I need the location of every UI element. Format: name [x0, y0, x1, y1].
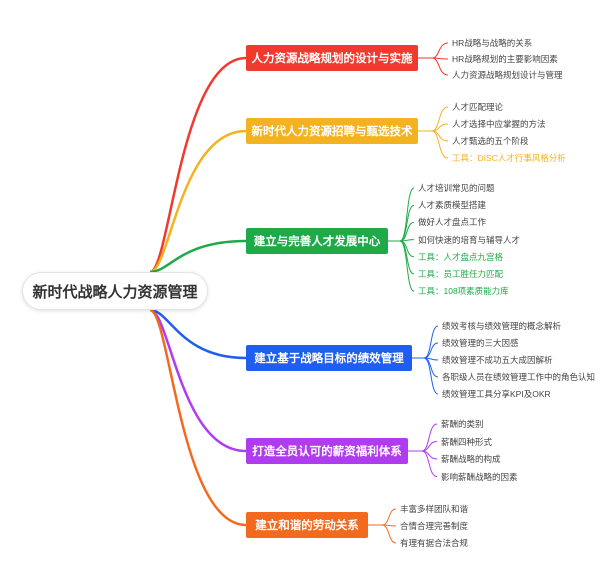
leaf-item[interactable]: 薪酬四种形式	[441, 436, 493, 447]
root-topic[interactable]: 新时代战略人力资源管理	[22, 272, 208, 310]
leaf-connector	[381, 524, 397, 544]
branch-topic-4[interactable]: 建立基于战略目标的绩效管理	[246, 345, 412, 371]
leaf-item[interactable]: 各职级人员在绩效管理工作中的角色认知	[442, 372, 596, 382]
branch-connector-6	[149, 308, 247, 527]
leaf-connector	[423, 342, 439, 359]
leaf-item[interactable]: 绩效管理工具分享KPI及OKR	[442, 389, 551, 399]
leaf-item[interactable]: 合情合理完善制度	[400, 521, 469, 531]
leaf-connector	[421, 450, 438, 477]
leaf-connector	[431, 130, 449, 159]
leaf-item[interactable]: 薪酬的类别	[441, 419, 484, 429]
branch-topic-3[interactable]: 建立与完善人才发展中心	[246, 228, 388, 254]
branch-topic-6[interactable]: 建立和谐的劳动关系	[246, 512, 368, 538]
leaf-connector	[431, 57, 449, 76]
leaf-tool-item[interactable]: 工具：108项素质能力库	[418, 286, 509, 297]
leaf-connector	[431, 106, 449, 132]
leaf-item[interactable]: 绩效管理不成功五大成因解析	[442, 355, 553, 365]
leaf-connector	[423, 357, 439, 395]
leaf-tool-item[interactable]: 工具：DISC人才行事风格分析	[452, 153, 566, 163]
leaf-item[interactable]: 人力资源战略规划设计与管理	[452, 70, 563, 80]
leaf-tool-item[interactable]: 工具：人才盘点九宫格	[418, 251, 504, 262]
leaf-tool-item[interactable]: 工具：员工胜任力匹配	[418, 269, 504, 279]
leaf-item[interactable]: HR战略与战略的关系	[452, 38, 533, 48]
branch-topic-5[interactable]: 打造全员认可的薪资福利体系	[246, 438, 408, 464]
leaf-item[interactable]: 如何快速的培育与辅导人才	[418, 234, 521, 245]
branch-connector-3	[149, 239, 247, 274]
leaf-item[interactable]: 丰富多样团队和谐	[400, 504, 469, 514]
branch-connector-2	[149, 129, 247, 274]
leaf-item[interactable]: 绩效考核与绩效管理的概念解析	[442, 321, 562, 331]
branch-connector-1	[149, 56, 247, 274]
leaf-connector	[381, 508, 397, 526]
leaf-connector	[423, 325, 439, 359]
leaf-item[interactable]: 绩效管理的三大因感	[442, 338, 519, 348]
branch-connector-5	[149, 308, 247, 453]
leaf-item[interactable]: 影响薪酬战略的因素	[441, 471, 518, 482]
leaf-connector	[421, 423, 438, 452]
leaf-item[interactable]: 人才甄选的五个阶段	[452, 136, 529, 146]
branch-topic-1[interactable]: 人力资源战略规划的设计与实施	[246, 45, 418, 71]
leaf-connector	[431, 42, 449, 59]
leaf-item[interactable]: 做好人才盘点工作	[418, 217, 487, 228]
leaf-item[interactable]: 人才匹配理论	[452, 102, 504, 112]
leaf-connector	[399, 240, 415, 292]
leaf-connector	[399, 204, 415, 242]
leaf-item[interactable]: 薪酬战略的构成	[441, 454, 501, 464]
leaf-item[interactable]: 人才选择中应掌握的方法	[452, 119, 546, 129]
leaf-item[interactable]: HR战略规划的主要影响因素	[452, 54, 558, 64]
branch-topic-2[interactable]: 新时代人力资源招聘与甄选技术	[246, 118, 418, 144]
leaf-item[interactable]: 人才素质模型搭建	[418, 200, 487, 211]
leaf-item[interactable]: 人才培训常见的问题	[418, 183, 495, 193]
branch-connector-4	[149, 308, 247, 360]
leaf-item[interactable]: 有理有据合法合规	[400, 538, 469, 548]
